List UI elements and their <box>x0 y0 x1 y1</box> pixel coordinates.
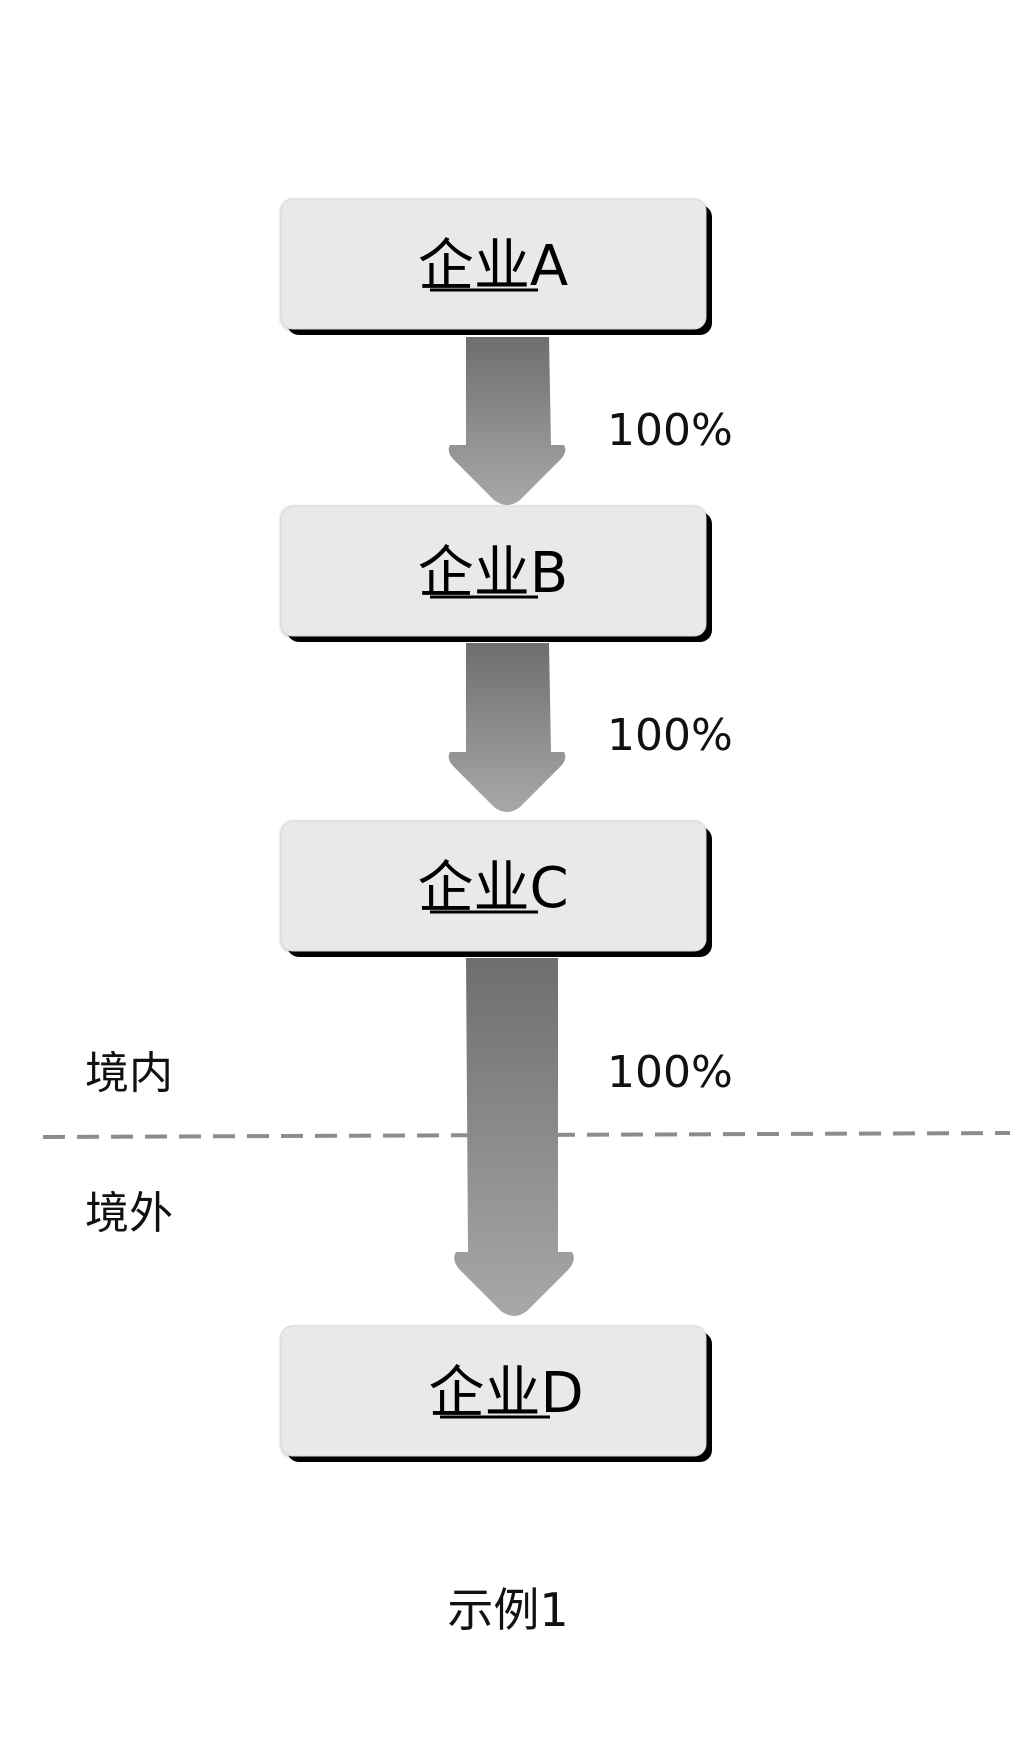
arrow-a-to-b <box>448 337 566 505</box>
node-enterprise-d: 企业D <box>280 1325 712 1462</box>
node-enterprise-c: 企业C <box>280 820 712 957</box>
border-dashed-line <box>42 1131 1011 1139</box>
node-label-c: 企业C <box>417 856 568 921</box>
region-label-domestic: 境内 <box>85 1048 173 1099</box>
node-label-d: 企业D <box>428 1361 583 1426</box>
node-enterprise-b: 企业B <box>280 505 712 642</box>
region-label-overseas: 境外 <box>85 1188 173 1239</box>
diagram-caption: 示例1 <box>447 1583 568 1637</box>
arrow-b-to-c <box>448 643 566 812</box>
edge-label-a-b: 100% <box>607 405 733 456</box>
node-enterprise-a: 企业A <box>280 198 712 335</box>
edge-label-b-c: 100% <box>607 710 733 761</box>
node-label-b: 企业B <box>418 541 568 606</box>
node-label-a: 企业A <box>418 234 568 299</box>
arrow-c-to-d <box>454 958 574 1316</box>
edge-label-c-d: 100% <box>607 1047 733 1098</box>
